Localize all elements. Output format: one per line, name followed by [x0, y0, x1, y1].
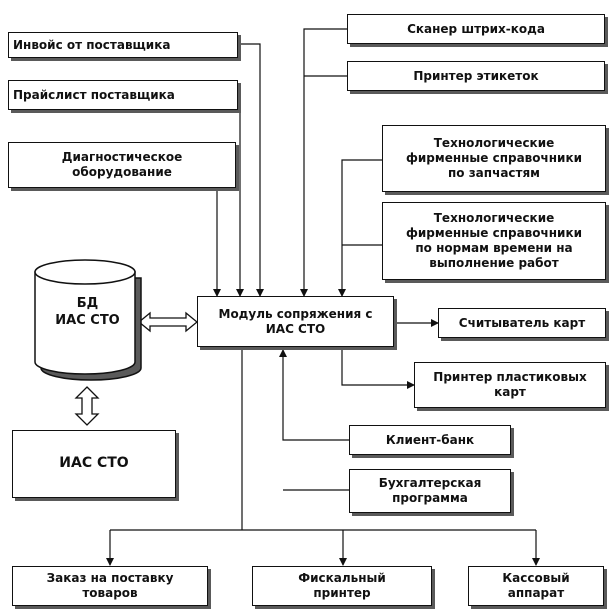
order-box: Заказ на поставку товаров	[12, 566, 208, 606]
tech-time-label: Технологические фирменные справочники по…	[405, 211, 583, 270]
database-label: БД ИАС СТО	[55, 296, 120, 328]
connector-client-bank	[279, 349, 349, 441]
tech-time-box: Технологические фирменные справочники по…	[382, 202, 606, 280]
tech-parts-label: Технологические фирменные справочники по…	[405, 136, 583, 180]
client-bank-label: Клиент-банк	[385, 432, 475, 447]
connector-tech-parts	[338, 159, 382, 297]
fiscal-printer-label: Фискальный принтер	[298, 571, 386, 600]
center-module-box: Модуль сопряжения с ИАС СТО	[197, 296, 394, 347]
cash-register-box: Кассовый аппарат	[468, 566, 604, 606]
connector-card-printer	[341, 347, 415, 389]
fiscal-printer-box: Фискальный принтер	[252, 566, 432, 606]
cash-register-label: Кассовый аппарат	[502, 571, 570, 600]
invoice-box: Инвойс от поставщика	[8, 32, 238, 58]
card-reader-label: Считыватель карт	[458, 315, 586, 330]
card-reader-box: Считыватель карт	[438, 308, 606, 338]
diagnostic-label: Диагностическое оборудование	[61, 150, 183, 179]
label-printer-box: Принтер этикеток	[347, 61, 605, 91]
connector-invoice	[238, 43, 264, 297]
ias-label: ИАС СТО	[59, 455, 129, 472]
pricelist-label: Прайслист поставщика	[13, 87, 175, 102]
order-label: Заказ на поставку товаров	[46, 571, 174, 600]
ias-box: ИАС СТО	[12, 430, 176, 498]
barcode-scanner-box: Сканер штрих-кода	[347, 14, 605, 44]
db-module-double-arrow	[137, 311, 199, 333]
center-module-label: Модуль сопряжения с ИАС СТО	[218, 306, 373, 336]
diagnostic-box: Диагностическое оборудование	[8, 142, 236, 188]
connector-barcode-scanner	[300, 28, 347, 297]
accounting-label: Бухгалтерская программа	[378, 476, 482, 505]
accounting-box: Бухгалтерская программа	[349, 469, 511, 513]
invoice-label: Инвойс от поставщика	[13, 37, 171, 52]
pricelist-box: Прайслист поставщика	[8, 80, 238, 110]
client-bank-box: Клиент-банк	[349, 425, 511, 455]
tech-parts-box: Технологические фирменные справочники по…	[382, 125, 606, 192]
db-ias-double-arrow	[74, 386, 100, 426]
card-printer-box: Принтер пластиковых карт	[414, 362, 606, 408]
database-cylinder	[34, 259, 142, 381]
card-printer-label: Принтер пластиковых карт	[433, 370, 587, 399]
barcode-scanner-label: Сканер штрих-кода	[407, 21, 545, 36]
connector-pricelist	[236, 94, 244, 297]
label-printer-label: Принтер этикеток	[413, 68, 539, 83]
